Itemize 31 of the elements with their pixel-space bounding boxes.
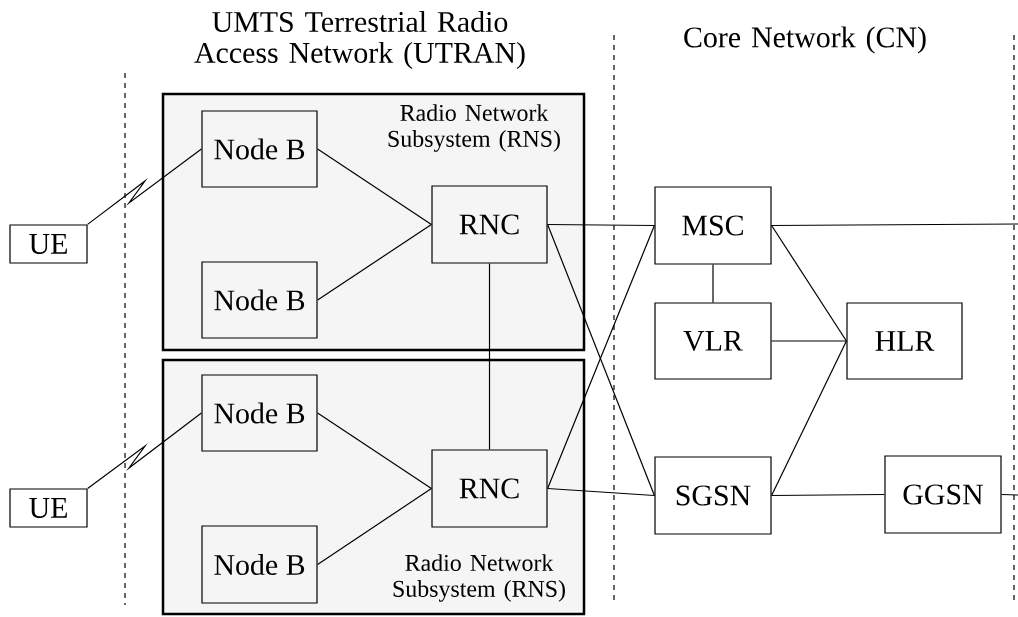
connector-line: [771, 223, 1018, 227]
network-element-box: Node B: [201, 110, 318, 188]
radio-link: [87, 148, 202, 225]
connector-line: [547, 487, 655, 497]
connector-line: [771, 224, 847, 342]
network-element-box: RNC: [431, 449, 548, 528]
connector-line: [547, 223, 655, 227]
network-element-box: UE: [9, 224, 88, 264]
connector-line: [771, 340, 847, 342]
network-element-box: Node B: [201, 261, 318, 339]
network-element-box: UE: [9, 488, 88, 528]
network-element-box: GGSN: [884, 455, 1002, 534]
radio-link: [87, 412, 202, 489]
connector-line: [317, 412, 432, 490]
connector-line: [317, 487, 432, 566]
network-element-box: MSC: [654, 186, 772, 265]
connector-line: [771, 493, 885, 497]
connector-line: [712, 264, 714, 303]
connector-line: [317, 223, 432, 301]
network-element-box: RNC: [431, 185, 548, 264]
network-element-box: SGSN: [654, 456, 772, 535]
section-heading: Core Network (CN): [684, 26, 926, 54]
connector-line: [317, 148, 432, 226]
connector-line: [771, 340, 847, 497]
section-heading: UMTS Terrestrial Radio Access Network (UTRAN): [194, 11, 525, 69]
connector-line: [1001, 493, 1018, 496]
connector-line: [488, 263, 491, 450]
network-element-box: HLR: [846, 302, 963, 380]
network-element-box: VLR: [654, 302, 772, 380]
network-element-box: Node B: [201, 374, 318, 452]
network-element-box: Node B: [201, 525, 318, 604]
